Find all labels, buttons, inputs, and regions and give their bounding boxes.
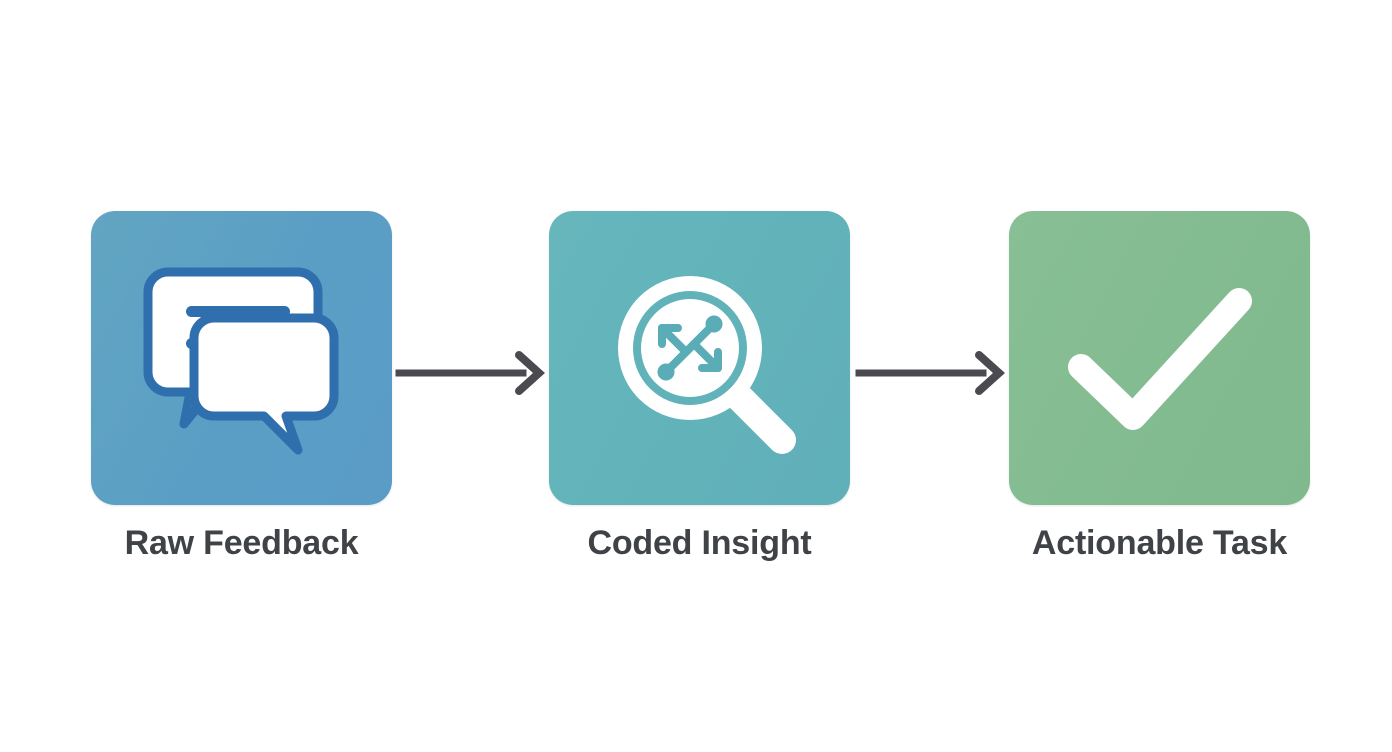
- checkmark-icon: [1065, 283, 1255, 433]
- flow-arrow-1: [395, 351, 545, 395]
- step-card-coded-insight[interactable]: [549, 211, 850, 505]
- flow-arrow-2: [855, 351, 1005, 395]
- flow-step-raw-feedback[interactable]: Raw Feedback: [91, 211, 392, 565]
- flow-step-coded-insight[interactable]: Coded Insight: [549, 211, 850, 565]
- magnifier-network-icon: [600, 258, 800, 458]
- step-label-coded-insight: Coded Insight: [587, 524, 812, 562]
- step-card-raw-feedback[interactable]: [91, 211, 392, 505]
- speech-bubbles-icon: [142, 260, 342, 456]
- step-card-actionable-task[interactable]: [1009, 211, 1310, 505]
- process-flow: Raw Feedback: [0, 211, 1392, 562]
- step-label-raw-feedback: Raw Feedback: [124, 524, 359, 562]
- flow-step-actionable-task[interactable]: Actionable Task: [1009, 211, 1310, 565]
- step-label-actionable-task: Actionable Task: [1031, 524, 1288, 562]
- magnifier-handle: [725, 384, 796, 454]
